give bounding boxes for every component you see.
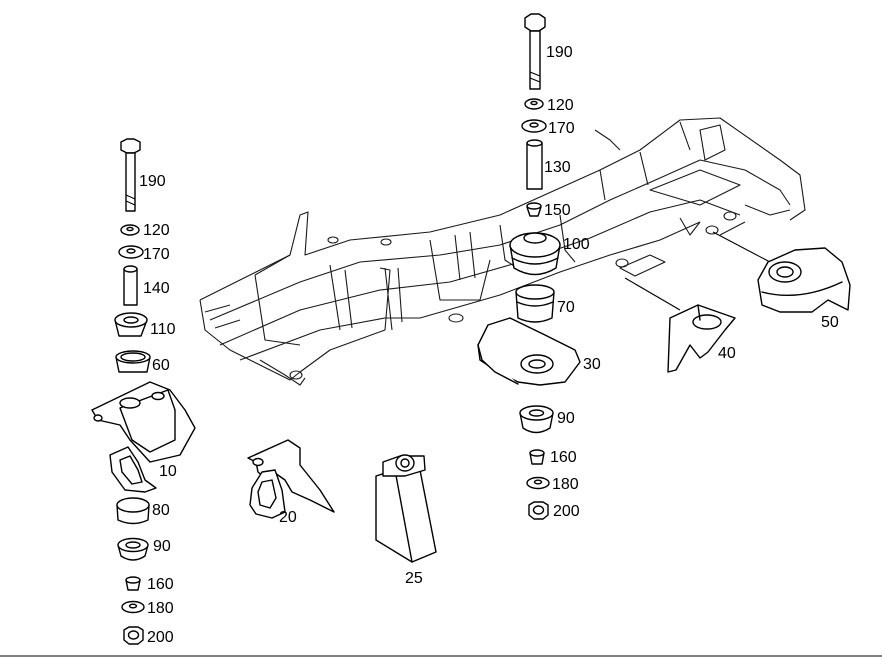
- callout-20: 20: [279, 509, 297, 526]
- rubber-mount-80: [116, 497, 150, 525]
- rubber-mount-100: [509, 232, 561, 276]
- cap-160-left: [125, 576, 141, 591]
- callout-120-mid: 120: [547, 97, 574, 114]
- callout-80: 80: [152, 502, 170, 519]
- bushing-150: [526, 202, 542, 217]
- callout-40: 40: [718, 345, 736, 362]
- washer-170-left: [118, 245, 144, 259]
- callout-160-left: 160: [147, 576, 174, 593]
- bolt-190-left: [120, 138, 141, 212]
- callout-110: 110: [150, 321, 176, 338]
- callout-90-left: 90: [153, 538, 171, 555]
- callout-30: 30: [583, 356, 601, 373]
- rubber-mount-90-mid: [519, 405, 554, 434]
- washer-120-mid: [524, 98, 544, 110]
- callout-200-mid: 200: [553, 503, 580, 520]
- callout-140: 140: [143, 280, 170, 297]
- bracket-50: [757, 247, 851, 313]
- callout-25: 25: [405, 570, 423, 587]
- sleeve-140: [123, 265, 138, 306]
- rubber-mount-110: [114, 312, 148, 337]
- bracket-40: [667, 304, 736, 373]
- callout-190-left: 190: [139, 173, 166, 190]
- chassis-frame: [199, 117, 806, 386]
- callout-150: 150: [544, 202, 571, 219]
- callout-70: 70: [557, 299, 575, 316]
- nut-200-left: [123, 626, 144, 645]
- cup-70: [515, 284, 555, 323]
- callout-190-mid: 190: [546, 44, 573, 61]
- bracket-25: [375, 454, 437, 563]
- nut-200-mid: [528, 501, 549, 520]
- washer-180-mid: [526, 476, 550, 490]
- washer-120-left: [120, 224, 140, 236]
- bolt-190-mid: [524, 13, 546, 90]
- callout-10: 10: [159, 463, 177, 480]
- cap-160-mid: [529, 449, 545, 465]
- bracket-30: [477, 317, 581, 386]
- bracket-10: [91, 381, 196, 493]
- callout-120-left: 120: [143, 222, 170, 239]
- leader-line-50: [712, 231, 771, 263]
- callout-50: 50: [821, 314, 839, 331]
- callout-180-mid: 180: [552, 476, 579, 493]
- callout-90-mid: 90: [557, 410, 575, 427]
- callout-60: 60: [152, 357, 170, 374]
- callout-170-mid: 170: [548, 120, 575, 137]
- callout-160-mid: 160: [550, 449, 577, 466]
- callout-170-left: 170: [143, 246, 170, 263]
- callout-100: 100: [563, 236, 590, 253]
- washer-170-mid: [521, 119, 547, 133]
- sleeve-130: [526, 139, 543, 190]
- bracket-20: [247, 439, 335, 519]
- leader-line-40: [624, 277, 681, 311]
- callout-130: 130: [544, 159, 571, 176]
- callout-200-left: 200: [147, 629, 174, 646]
- washer-180-left: [121, 600, 145, 614]
- rubber-mount-90-left: [117, 537, 149, 561]
- cup-60: [115, 350, 151, 373]
- callout-180-left: 180: [147, 600, 174, 617]
